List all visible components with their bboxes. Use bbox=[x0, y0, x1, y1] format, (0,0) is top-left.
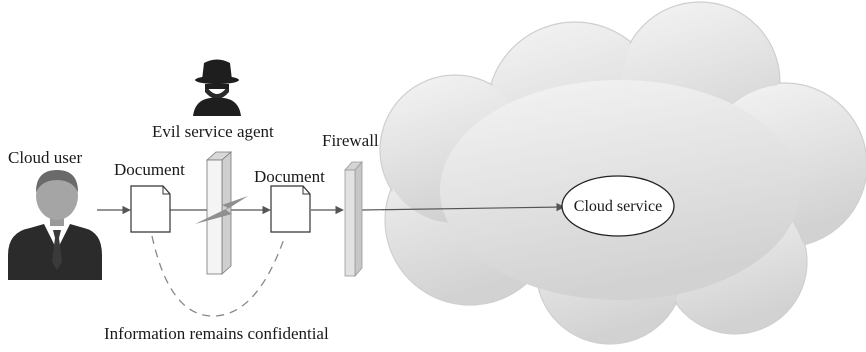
cloud-service-label: Cloud service bbox=[573, 198, 663, 215]
document-right-label: Document bbox=[254, 167, 325, 186]
document-left-label: Document bbox=[114, 160, 185, 179]
cloud-service-node bbox=[561, 175, 675, 237]
firewall-label: Firewall bbox=[322, 131, 379, 150]
document-icon bbox=[130, 185, 171, 233]
evil-agent-label: Evil service agent bbox=[152, 122, 274, 141]
firewall-icon bbox=[344, 160, 363, 278]
cloud-user-label: Cloud user bbox=[8, 148, 83, 167]
confidential-path bbox=[151, 235, 286, 317]
document-icon bbox=[270, 185, 311, 233]
lightning-bolt-icon bbox=[195, 196, 248, 224]
cloud-icon bbox=[379, 1, 866, 345]
confidential-label: Information remains confidential bbox=[104, 324, 329, 343]
spy-agent-icon bbox=[193, 59, 241, 116]
user-avatar-icon bbox=[8, 170, 102, 280]
